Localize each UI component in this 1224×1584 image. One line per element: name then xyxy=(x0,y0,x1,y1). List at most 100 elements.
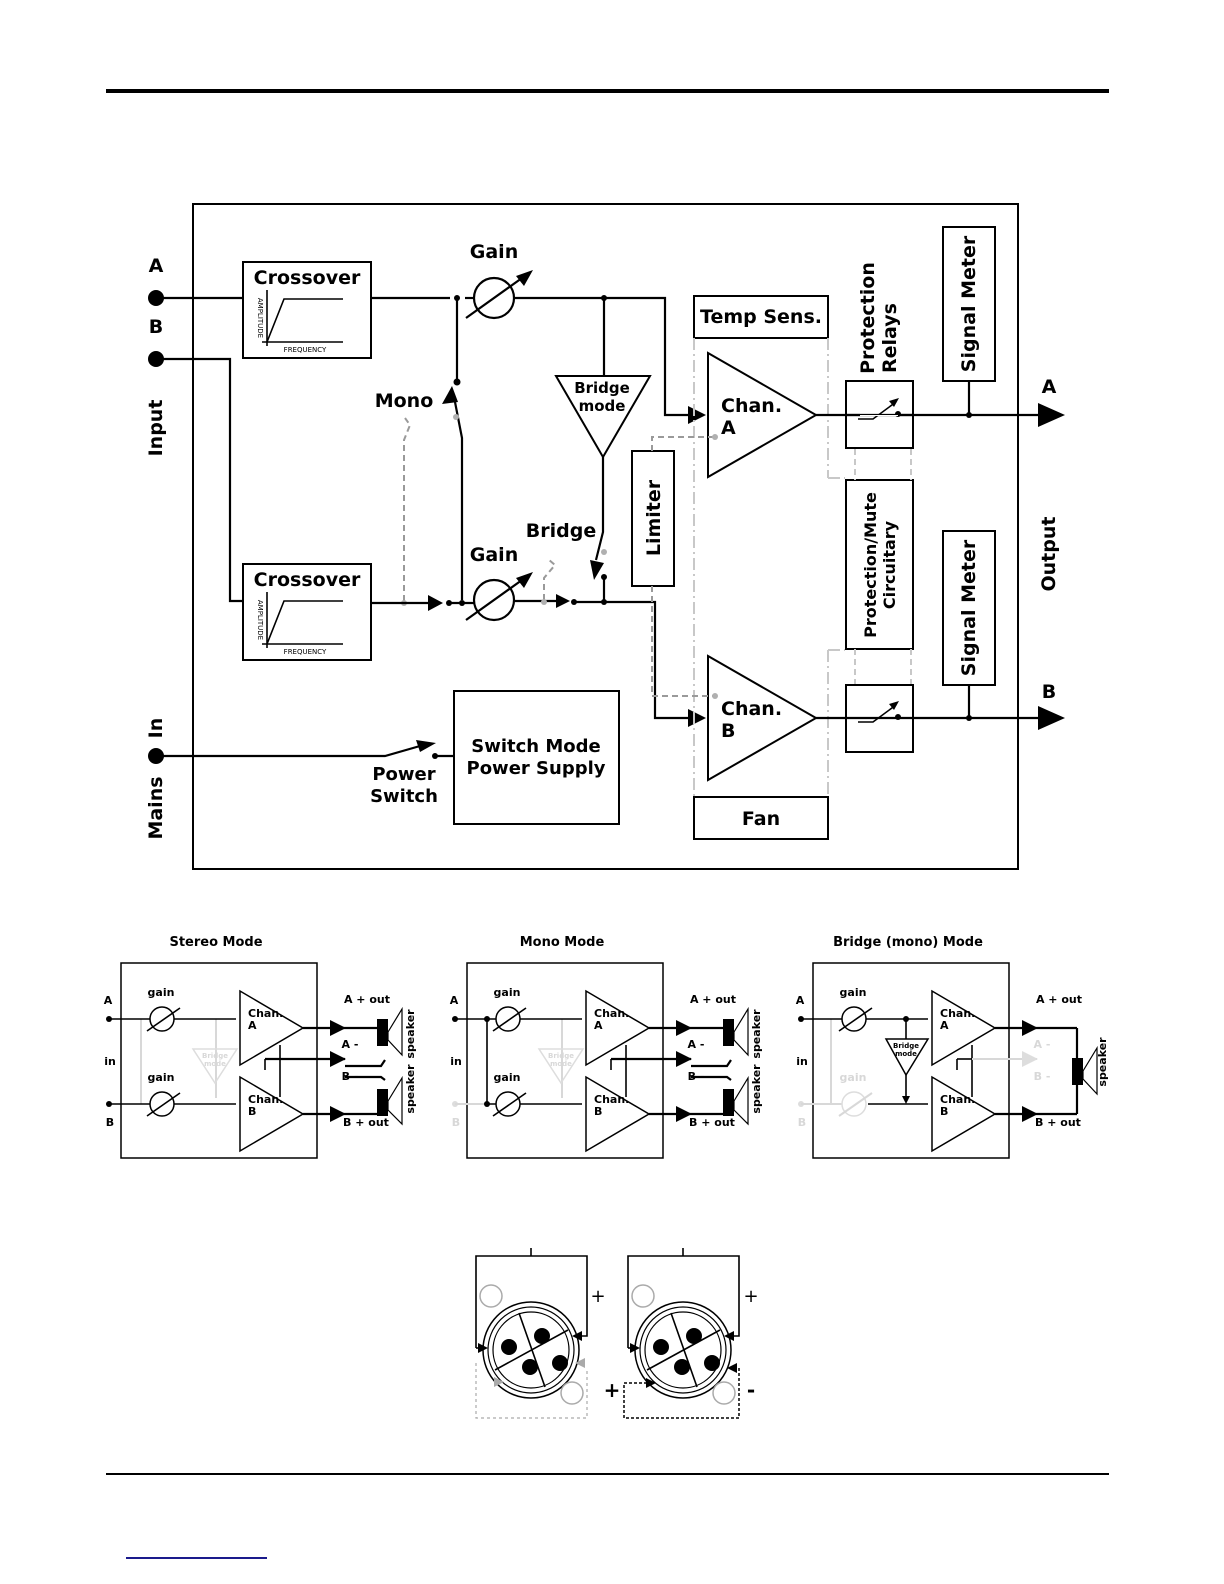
bridge-mode-ghost: Bridge xyxy=(548,1052,574,1060)
speaker-icon xyxy=(377,1019,388,1046)
gain-a-label: gain xyxy=(840,986,867,999)
speaker-label: speaker xyxy=(750,1064,763,1114)
block-diagram: A B Input Crossover FREQUENCY AMPLITUDE … xyxy=(145,203,1065,870)
fan-label: Fan xyxy=(742,808,780,830)
output-a-label: A xyxy=(1042,376,1057,398)
mono-switch-arrow-icon xyxy=(442,386,458,404)
mono-switch[interactable] xyxy=(453,401,464,600)
mode-title: Mono Mode xyxy=(520,935,605,950)
out-a-plus-label: A + out xyxy=(690,993,736,1006)
chan-b-line2: B xyxy=(721,720,735,742)
speaker-icon xyxy=(723,1019,734,1046)
limiter-link-b xyxy=(651,586,715,697)
screw-icon xyxy=(631,1284,655,1308)
out-b-plus-label: B + out xyxy=(343,1116,389,1129)
crossover-b-title: Crossover xyxy=(254,569,361,591)
mono-control-link xyxy=(403,417,412,601)
svg-text:mode: mode xyxy=(895,1050,917,1058)
signal-meter-a-label: Signal Meter xyxy=(958,235,980,372)
crossover-a-y-axis: AMPLITUDE xyxy=(256,298,264,338)
protection-relays-line1: Protection xyxy=(857,262,879,374)
mains-label: Mains xyxy=(145,776,167,839)
bridge-mode-line2: mode xyxy=(579,397,626,415)
chan-b-label: Chan. xyxy=(594,1093,629,1106)
wire xyxy=(594,457,605,561)
gain-b-icon xyxy=(495,1091,521,1117)
bridge-mode-inverter: Bridge mode xyxy=(554,375,652,459)
bridge-switch-arrow-icon xyxy=(590,560,604,580)
limiter-label: Limiter xyxy=(643,479,665,556)
mains-in-label: In xyxy=(145,718,167,739)
crossover-a: Crossover FREQUENCY AMPLITUDE xyxy=(242,261,372,359)
input-section-label: Input xyxy=(145,400,167,457)
wire xyxy=(514,296,690,417)
bridge-mode-ghost: Bridge xyxy=(202,1052,228,1060)
bridge-mode-inverter xyxy=(884,1038,930,1077)
screw-icon xyxy=(560,1381,584,1405)
footer-link-underline[interactable] xyxy=(126,1557,267,1559)
crossover-b-x-axis: FREQUENCY xyxy=(284,648,327,656)
temp-sensor-label: Temp Sens. xyxy=(700,306,822,328)
power-switch-line2: Switch xyxy=(370,786,438,807)
channel-b-amplifier: Chan. B xyxy=(707,654,819,782)
polarity-minus-label: - xyxy=(747,1378,755,1402)
mono-mode-diagram: Mono Mode A in B Bridge mode gain gain C… xyxy=(450,935,763,1159)
chan-a-line1: Chan. xyxy=(721,395,782,417)
arrow-icon xyxy=(556,594,570,608)
speaker-icon xyxy=(723,1089,734,1116)
speaker-label: speaker xyxy=(750,1009,763,1059)
input-a-label: A xyxy=(450,994,459,1007)
out-b-minus-label: B - xyxy=(688,1070,705,1083)
mono-switch-label: Mono xyxy=(375,390,434,412)
input-a-label: A xyxy=(149,255,164,277)
power-switch[interactable] xyxy=(156,744,421,758)
limiter-link-a xyxy=(651,436,715,451)
smps-line1: Switch Mode xyxy=(471,736,601,757)
chan-b-label: Chan. xyxy=(248,1093,283,1106)
gain-a-icon xyxy=(149,1006,175,1032)
bridge-control-link xyxy=(543,558,557,600)
gain-a-label: gain xyxy=(148,986,175,999)
crossover-a-title: Crossover xyxy=(254,267,361,289)
gain-b-label: gain xyxy=(840,1071,867,1084)
gain-b-potentiometer-icon xyxy=(465,572,533,622)
crossover-a-x-axis: FREQUENCY xyxy=(284,346,327,354)
speakon-connector-right: + + - xyxy=(604,1248,759,1419)
speaker-label: speaker xyxy=(404,1009,417,1059)
output-b-arrow-icon xyxy=(1038,706,1065,730)
mode-title: Bridge (mono) Mode xyxy=(833,935,983,950)
signal-meter-b xyxy=(942,530,996,686)
protection-relay-b xyxy=(845,684,914,753)
input-a-label: A xyxy=(796,994,805,1007)
input-a-label: A xyxy=(104,994,113,1007)
polarity-plus-label: + xyxy=(743,1286,758,1307)
output-b-label: B xyxy=(1042,681,1056,703)
svg-text:A: A xyxy=(248,1019,257,1032)
smps-block xyxy=(453,690,620,825)
gain-b-label: Gain xyxy=(470,544,518,566)
svg-text:mode: mode xyxy=(204,1060,226,1068)
screw-icon xyxy=(712,1381,736,1405)
arrow-icon xyxy=(688,709,706,727)
output-a-arrow-icon xyxy=(1038,403,1065,427)
in-label: in xyxy=(104,1055,116,1068)
gain-a-icon xyxy=(495,1006,521,1032)
chan-a-line2: A xyxy=(721,417,736,439)
in-label: in xyxy=(450,1055,462,1068)
gain-b-label: gain xyxy=(494,1071,521,1084)
amplifier-enclosure xyxy=(192,203,1019,870)
input-b-label: B xyxy=(149,316,163,338)
footer-rule xyxy=(106,1473,1109,1475)
out-a-minus-label: A - xyxy=(342,1038,359,1051)
channel-a-amplifier: Chan. A xyxy=(707,351,819,479)
speaker-label: speaker xyxy=(404,1064,417,1114)
crossover-b-y-axis: AMPLITUDE xyxy=(256,600,264,640)
svg-text:B: B xyxy=(940,1105,948,1118)
temp-sensor-block xyxy=(693,295,829,339)
out-b-plus-label: B + out xyxy=(689,1116,735,1129)
chan-b-line1: Chan. xyxy=(721,698,782,720)
arrow-icon xyxy=(428,595,443,611)
chan-a-label: Chan. xyxy=(248,1007,283,1020)
chan-a-label: Chan. xyxy=(940,1007,975,1020)
svg-text:B: B xyxy=(248,1105,256,1118)
